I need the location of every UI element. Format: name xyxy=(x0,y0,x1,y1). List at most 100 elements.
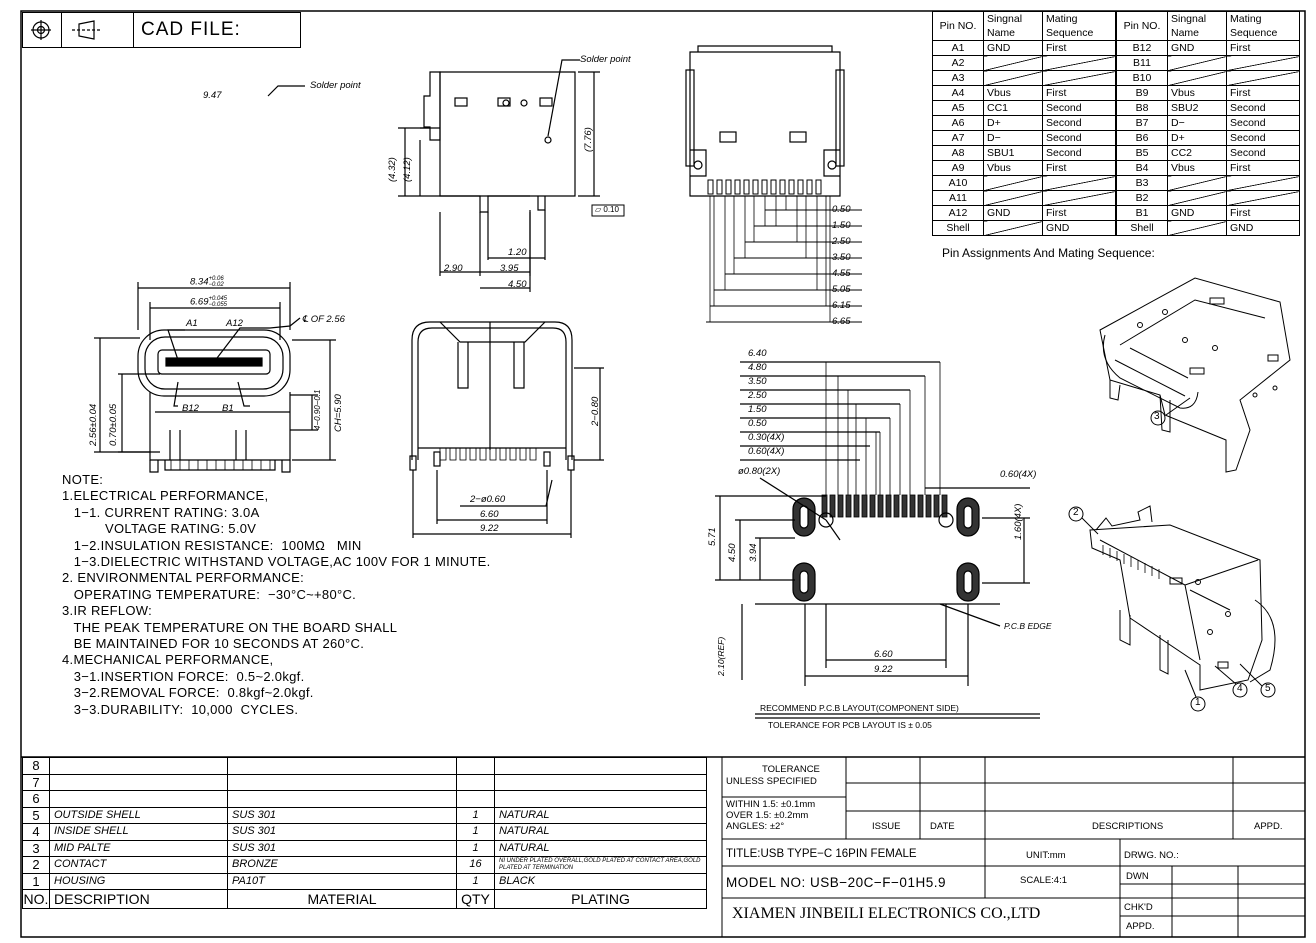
pcb-tolerance-note: TOLERANCE FOR PCB LAYOUT IS ± 0.05 xyxy=(768,720,932,730)
notes-block: NOTE:1.ELECTRICAL PERFORMANCE, 1−1. CURR… xyxy=(62,472,491,718)
bom-cell: 7 xyxy=(22,773,50,791)
pin-table-caption: Pin Assignments And Mating Sequence: xyxy=(942,246,1155,260)
bom-cell xyxy=(456,773,495,791)
pin-table-cell xyxy=(1042,190,1117,206)
dim-0-80-2x: ø0.80(2X) xyxy=(738,466,781,477)
rear-view-drawing xyxy=(409,321,604,538)
dim-4-12: (4.12) xyxy=(402,157,413,182)
pin-table-cell xyxy=(1226,175,1300,191)
bom-cell: OUTSIDE SHELL xyxy=(49,806,228,824)
pin-table-cell: Vbus xyxy=(983,85,1043,101)
projection-symbol-icon xyxy=(31,20,51,40)
top-dim-value: 6.15 xyxy=(832,300,851,311)
tolerance-within: WITHIN 1.5: ±0.1mm xyxy=(726,799,816,810)
pin-table-cell: B4 xyxy=(1115,160,1168,176)
pin-table-header-cell: Singnal Name xyxy=(1167,11,1227,41)
label-a1: A1 xyxy=(186,318,198,329)
pin-table-cell xyxy=(1226,190,1300,206)
note-line: BE MAINTAINED FOR 10 SECONDS AT 260°C. xyxy=(62,636,365,652)
dim-9-47: 9.47 xyxy=(203,90,222,101)
front-view-drawing xyxy=(94,282,336,473)
pin-table-cell: First xyxy=(1226,40,1300,56)
pin-table-cell: A3 xyxy=(932,70,984,86)
pin-table-cell: Second xyxy=(1226,100,1300,116)
pcb-dim-value: 1.50 xyxy=(748,404,767,415)
note-line: 3−3.DURABILITY: 10,000 CYCLES. xyxy=(62,701,299,717)
sheet-border xyxy=(20,10,1306,938)
pin-table-cell: D+ xyxy=(983,115,1043,131)
pin-table-cell: A7 xyxy=(932,130,984,146)
bom-cell: 1 xyxy=(456,872,495,890)
pin-table-header-cell: Singnal Name xyxy=(983,11,1043,41)
pin-table-cell: Second xyxy=(1042,115,1117,131)
section-symbol-icon xyxy=(72,20,100,40)
bom-cell: SUS 301 xyxy=(227,839,457,857)
top-dim-value: 4.55 xyxy=(832,268,851,279)
pcb-dim-value: 0.60(4X) xyxy=(748,446,785,457)
bom-cell: CONTACT xyxy=(49,856,228,874)
pin-table-cell: A6 xyxy=(932,115,984,131)
note-line: OPERATING TEMPERATURE: −30°C~+80°C. xyxy=(62,586,357,602)
bom-cell: PA10T xyxy=(227,872,457,890)
balloon-3: 3 xyxy=(1154,411,1160,422)
dim-2-10-ref: 2.10(REF) xyxy=(716,636,726,676)
pin-table-cell: A1 xyxy=(932,40,984,56)
solder-point-label-1: Solder point xyxy=(310,80,361,91)
dim-0-70: 0.70±0.05 xyxy=(108,403,119,446)
dim-2-0-60: 2−ø0.60 xyxy=(470,494,506,505)
pin-table-cell: D− xyxy=(1167,115,1227,131)
bom-cell: 1 xyxy=(456,806,495,824)
centerline-label: ℄ OF 2.56 xyxy=(302,314,345,325)
pin-table-cell: B10 xyxy=(1115,70,1168,86)
note-line: VOLTAGE RATING: 5.0V xyxy=(62,521,257,537)
cad-file-label: CAD FILE: xyxy=(141,19,241,40)
note-line: 1.ELECTRICAL PERFORMANCE, xyxy=(62,488,269,504)
pcb-layout-title: RECOMMEND P.C.B LAYOUT(COMPONENT SIDE) xyxy=(760,703,959,713)
pin-table-cell: A12 xyxy=(932,205,984,221)
title-block-grid xyxy=(721,757,1305,937)
dim-3-94: 3.94 xyxy=(748,543,759,563)
pin-table-cell: B9 xyxy=(1115,85,1168,101)
pin-table-cell: First xyxy=(1226,160,1300,176)
pcb-dim-value: 6.40 xyxy=(748,348,767,359)
dim-3-95: 3.95 xyxy=(500,263,519,274)
dim-9-22-a: 9.22 xyxy=(480,523,499,534)
pin-table-cell: Shell xyxy=(932,220,984,236)
isometric-view-top xyxy=(1099,277,1291,473)
pcb-dim-value: 2.50 xyxy=(748,390,767,401)
dim-4-50-b: 4.50 xyxy=(727,543,738,563)
pin-table-cell: GND xyxy=(1167,40,1227,56)
bom-cell xyxy=(494,757,707,775)
cad-file-box: CAD FILE: xyxy=(22,12,301,48)
dim-2-56: 2.56±0.04 xyxy=(88,403,99,446)
pin-table-cell xyxy=(1167,55,1227,71)
balloon-5: 5 xyxy=(1265,683,1271,694)
pin-table-cell: CC1 xyxy=(983,100,1043,116)
tolerance-sub: UNLESS SPECIFIED xyxy=(726,776,817,787)
bom-cell: 16 xyxy=(456,856,495,874)
pin-table-header-cell: Pin NO. xyxy=(932,11,984,41)
pin-table-cell: D+ xyxy=(1167,130,1227,146)
pin-table-cell: CC2 xyxy=(1167,145,1227,161)
pin-table-cell: B11 xyxy=(1115,55,1168,71)
balloon-2: 2 xyxy=(1073,507,1079,518)
bom-cell xyxy=(49,757,228,775)
pin-table-cell: B5 xyxy=(1115,145,1168,161)
pin-table-row: A3 B10 xyxy=(932,70,1300,86)
bom-cell xyxy=(494,790,707,808)
pin-table-cell: Second xyxy=(1226,115,1300,131)
date-header: DATE xyxy=(930,821,955,832)
solder-point-label-2: Solder point xyxy=(580,54,631,65)
note-line: 1−3.DIELECTRIC WITHSTAND VOLTAGE,AC 100V… xyxy=(62,554,491,570)
dim-1-20: 1.20 xyxy=(508,247,527,258)
pin-table-cell: B1 xyxy=(1115,205,1168,221)
notes-heading: NOTE: xyxy=(62,472,104,487)
pin-table-cell: Second xyxy=(1226,145,1300,161)
flatness-callout: ⏥ 0.10 xyxy=(595,205,619,214)
scale-label: SCALE:4:1 xyxy=(1020,875,1067,886)
